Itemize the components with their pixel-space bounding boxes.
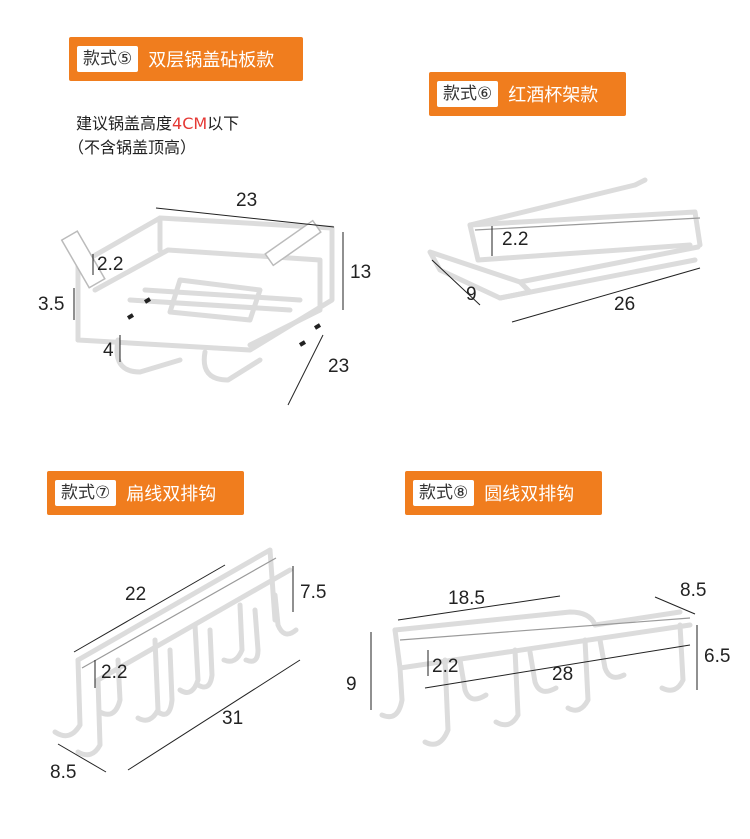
rack8-wire (379, 609, 693, 747)
dim6-gap: 2.2 (502, 229, 528, 250)
dim7-top-line (73, 564, 226, 653)
style5-tag: 款式⑤ (77, 46, 139, 72)
dim6-length-line (511, 267, 701, 323)
dim5-bottom: 4 (103, 340, 114, 361)
dim6-depth-line (431, 259, 481, 306)
style7-name: 扁线双排钩 (126, 484, 217, 505)
dim8-top-line (397, 595, 561, 621)
dim8-gap: 2.2 (432, 656, 458, 677)
style5-badge: 款式⑤ 双层锅盖砧板款 (69, 37, 303, 81)
dim7-hook: 7.5 (300, 582, 326, 603)
dim5-side: 3.5 (38, 294, 64, 315)
rack7-wire (52, 547, 299, 758)
dim8-height: 9 (346, 674, 357, 695)
dim6-depth: 9 (466, 284, 477, 305)
style6-name: 红酒杯架款 (508, 85, 599, 106)
style5-name: 双层锅盖砧板款 (148, 50, 275, 71)
dim7-bottom-line (127, 659, 301, 771)
dim7-depth: 8.5 (50, 762, 76, 783)
dim7-top: 22 (125, 584, 146, 605)
dim6-length: 26 (614, 294, 635, 315)
dim8-top: 18.5 (448, 588, 485, 609)
style6-badge: 款式⑥ 红酒杯架款 (429, 72, 626, 116)
dim5-depth: 23 (328, 356, 349, 377)
note-line-2: （不含锅盖顶高） (68, 138, 197, 157)
dim5-gap: 2.2 (97, 254, 123, 275)
style7-tag: 款式⑦ (55, 480, 117, 506)
dim8-depth: 8.5 (680, 580, 706, 601)
dim5-height: 13 (350, 262, 371, 283)
dim8-depth-line (654, 596, 696, 615)
rack6-wire (427, 177, 703, 301)
style8-badge: 款式⑧ 圆线双排钩 (405, 471, 602, 515)
rack5-wire (60, 215, 335, 383)
style7-badge: 款式⑦ 扁线双排钩 (47, 471, 244, 515)
dim7-bottom: 31 (222, 708, 243, 729)
style6-tag: 款式⑥ (437, 81, 499, 107)
note-line-1: 建议锅盖高度4CM以下 (76, 114, 240, 133)
style8-name: 圆线双排钩 (484, 484, 575, 505)
dim7-depth-line (57, 743, 107, 773)
note-highlight: 4CM (172, 114, 208, 133)
style8-tag: 款式⑧ (413, 480, 475, 506)
dim5-depth-line (287, 334, 324, 406)
lid-height-note: 建议锅盖高度4CM以下 （不含锅盖顶高） (68, 112, 240, 160)
dim8-length-line (424, 644, 691, 689)
dim8-length: 28 (552, 664, 573, 685)
dim5-width-line (155, 207, 335, 228)
dim8-hook: 6.5 (704, 646, 730, 667)
dim7-gap: 2.2 (101, 662, 127, 683)
dim5-width: 23 (236, 190, 257, 211)
